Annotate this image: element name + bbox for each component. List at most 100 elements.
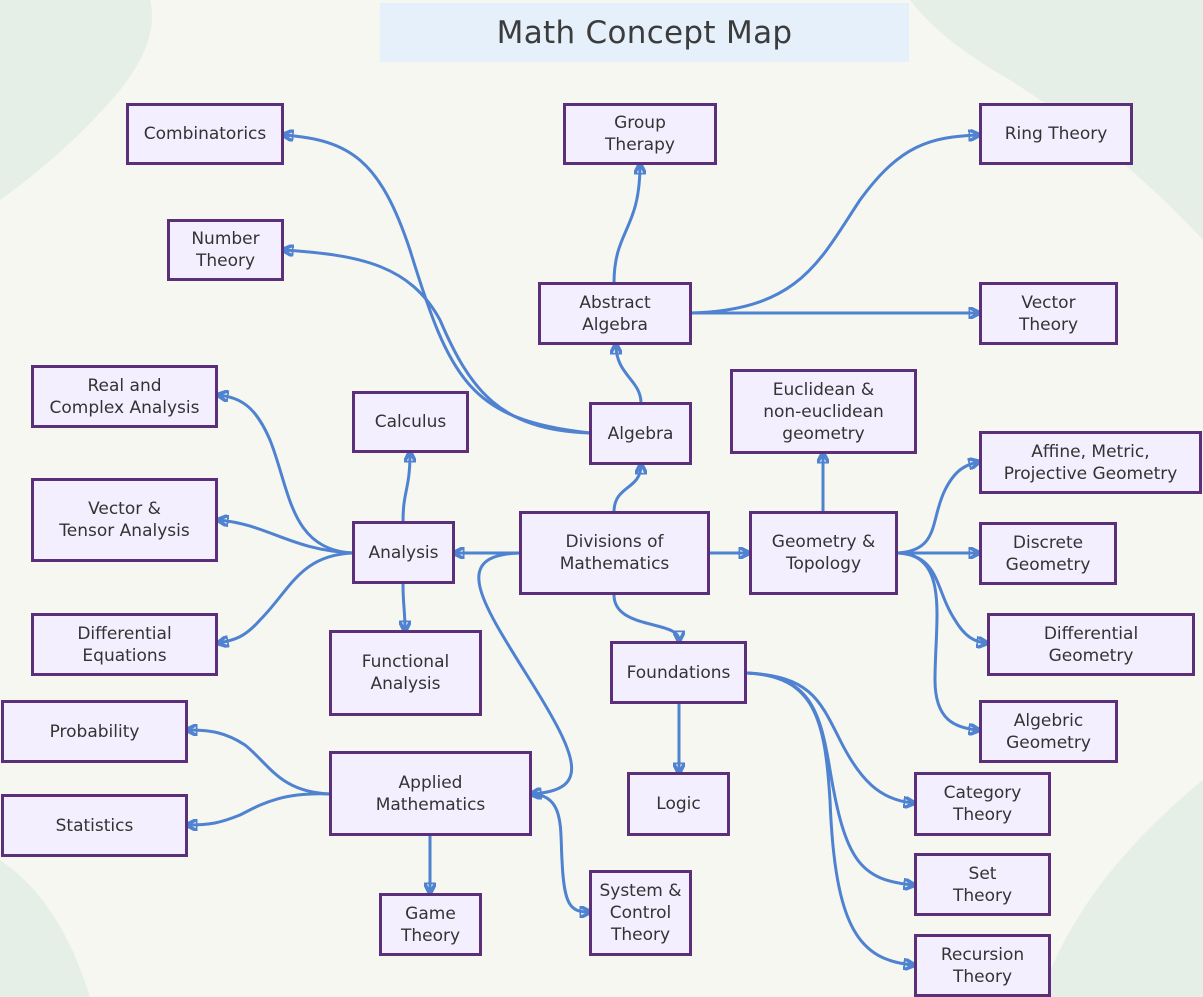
node-label-line: Theory [952,885,1013,906]
node-statistics[interactable]: Statistics [1,794,188,857]
node-label-line: Group [614,113,666,133]
node-label-line: geometry [782,423,865,444]
node-label: Statistics [56,815,134,837]
node-label-line: Analysis [368,542,439,563]
node-label-line: Foundations [626,662,731,683]
node-label-line: Geometry [1005,554,1091,575]
node-label-line: Geometry [1006,732,1091,753]
node-label-line: Differential [77,623,172,644]
node-label-line: Analysis [370,674,441,694]
node-label-line: System & [599,881,682,901]
node-label: Vector &Tensor Analysis [59,498,189,542]
node-label: Algebra [608,423,674,445]
page-title: Math Concept Map [496,14,793,51]
node-geometry-topology[interactable]: Geometry &Topology [749,511,898,595]
edge-analysis-functional [403,582,405,630]
node-label: Analysis [368,542,438,564]
node-label: Logic [656,793,700,815]
node-analysis[interactable]: Analysis [352,521,455,584]
node-label-line: Divisions of [565,532,664,552]
node-label: Probability [50,721,140,743]
node-label-line: Statistics [55,815,134,836]
node-label-line: Vector [1021,292,1076,313]
node-label-line: Ring Theory [1004,124,1108,144]
edge-divisions-algebra [612,465,641,514]
edge-geometry-diffgeo [896,551,986,643]
edge-applied-statistics [188,792,332,825]
node-label-line: Theory [1018,314,1079,335]
node-label-line: Algebra [607,423,674,444]
node-label-line: Recursion [940,944,1025,965]
node-label-line: Theory [952,966,1013,987]
edge-foundations-recursion [745,671,913,965]
node-label-line: Algebric [1013,710,1084,731]
node-label-line: Probability [49,721,140,742]
edge-applied-system [530,792,589,912]
node-label-line: Complex Analysis [49,397,200,418]
node-label-line: Logic [656,794,701,814]
node-vector-tensor-analysis[interactable]: Vector &Tensor Analysis [31,478,218,562]
node-combinatorics[interactable]: Combinatorics [126,103,284,165]
edge-geometry-affine [896,462,978,555]
node-label: Ring Theory [1005,123,1108,145]
node-label-line: Number [191,229,260,249]
node-affine-geometry[interactable]: Affine, Metric,Projective Geometry [979,431,1202,494]
node-label: Affine, Metric,Projective Geometry [1004,441,1178,485]
node-calculus[interactable]: Calculus [352,391,469,453]
node-algebra[interactable]: Algebra [589,402,692,465]
edge-divisions-foundations [612,593,679,640]
edge-abstract-group [612,165,640,285]
title-bar: Math Concept Map [380,3,909,62]
node-label-line: Vector & [88,499,161,519]
node-label-line: Affine, Metric, [1031,441,1150,462]
node-label-line: Category [943,783,1022,803]
node-logic[interactable]: Logic [627,772,730,836]
node-label-line: Functional [361,652,450,672]
node-ring-theory[interactable]: Ring Theory [979,103,1133,165]
node-label-line: Geometry [1048,645,1134,666]
node-foundations[interactable]: Foundations [610,641,747,704]
edge-geometry-algebric [896,551,978,730]
edge-abstract-ring [689,135,978,315]
edge-analysis-diffeq [219,551,355,643]
node-probability[interactable]: Probability [1,700,188,763]
node-label-line: Abstract [579,292,651,313]
node-label: Combinatorics [144,123,267,145]
edge-foundations-set [745,671,913,885]
node-label-line: Differential [1043,623,1139,644]
node-label-line: Algebra [582,314,648,335]
